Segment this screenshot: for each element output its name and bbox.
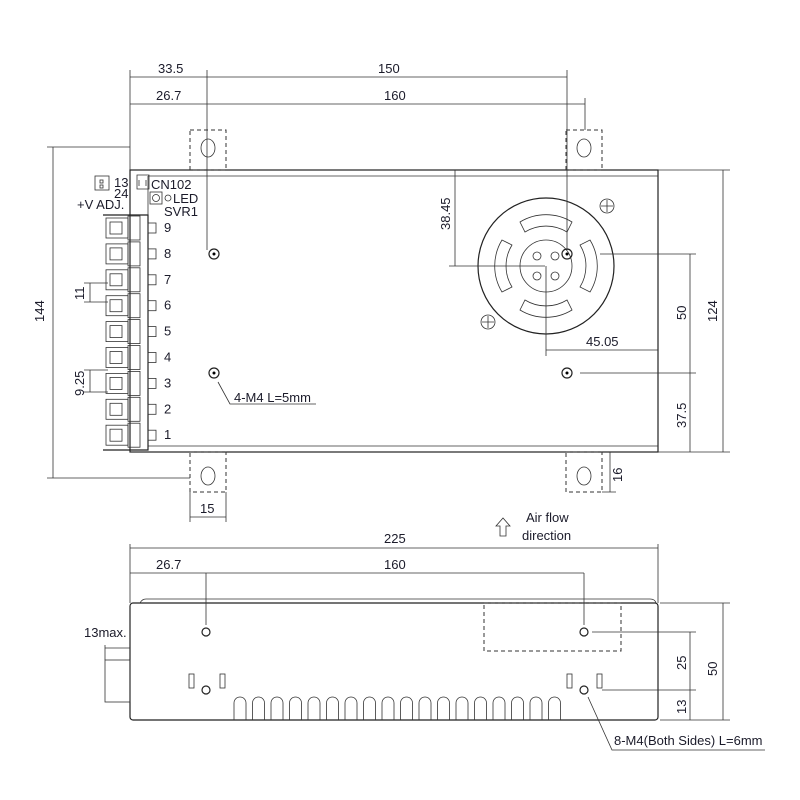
vent-slot [418, 696, 432, 720]
cn102-header-icon [136, 174, 150, 190]
svg-text:15: 15 [200, 501, 214, 516]
svg-text:124: 124 [705, 300, 720, 322]
screw-holes [208, 248, 573, 379]
label-pin-13: 13 [114, 175, 128, 190]
svg-text:26.7: 26.7 [156, 88, 181, 103]
terminal-screw: 4 [105, 345, 171, 370]
top-view: 9 8 7 6 5 4 3 2 1 13 24 +V ADJ. CN102 LED SVR1 4… [32, 61, 730, 522]
svr1-potentiometer-icon [149, 191, 163, 205]
vent-slot [474, 696, 487, 720]
terminal-number: 9 [164, 220, 171, 235]
terminal-screw: 6 [105, 293, 171, 319]
svg-text:50: 50 [705, 662, 720, 676]
svg-text:37.5: 37.5 [674, 403, 689, 428]
led-icon [164, 194, 172, 202]
vent-slot [344, 696, 358, 720]
terminal-number: 4 [164, 350, 171, 365]
vent-slot [289, 696, 302, 720]
side-screw-holes [188, 627, 603, 695]
airflow-line2: direction [522, 528, 571, 543]
svg-text:160: 160 [384, 88, 406, 103]
mount-note-side: 8-M4(Both Sides) L=6mm [614, 733, 762, 748]
terminal-screw: 3 [105, 370, 171, 396]
terminal-number: 2 [164, 401, 171, 416]
dimensions-top: 33.5 150 26.7 160 144 124 50 37.5 16 15 … [32, 61, 730, 522]
svg-text:13: 13 [674, 700, 689, 714]
mount-note-top: 4-M4 L=5mm [234, 390, 311, 405]
svg-text:144: 144 [32, 300, 47, 322]
vent-slot [363, 696, 376, 720]
terminal-number: 1 [164, 427, 171, 442]
svg-text:13max.: 13max. [84, 625, 127, 640]
terminal-number: 7 [164, 272, 171, 287]
svg-text:45.05: 45.05 [586, 334, 619, 349]
svg-text:50: 50 [674, 306, 689, 320]
terminal-screw: 7 [105, 267, 171, 293]
case-outline [129, 169, 659, 453]
label-led: LED [173, 191, 198, 206]
vent-slot [326, 696, 339, 720]
svg-text:150: 150 [378, 61, 400, 76]
label-svr1: SVR1 [164, 204, 198, 219]
vent-slot [252, 696, 265, 720]
vent-slot [437, 696, 450, 720]
vent-slot [381, 696, 395, 720]
svg-text:160: 160 [384, 557, 406, 572]
dimensions-side: 225 26.7 160 13max. 50 25 13 8-M4(Both S… [84, 531, 765, 751]
svg-text:9.25: 9.25 [72, 371, 87, 396]
vent-slots [233, 696, 561, 720]
vent-slot [529, 696, 543, 720]
vent-slot [548, 696, 561, 720]
svg-text:33.5: 33.5 [158, 61, 183, 76]
arrow-up-icon [495, 517, 511, 537]
vent-slot [307, 696, 321, 720]
svg-text:25: 25 [674, 656, 689, 670]
svg-text:26.7: 26.7 [156, 557, 181, 572]
label-pin-24: 24 [114, 186, 128, 201]
svg-text:16: 16 [610, 468, 625, 482]
svg-text:11: 11 [72, 287, 87, 301]
side-view: 225 26.7 160 13max. 50 25 13 8-M4(Both S… [84, 531, 765, 751]
terminal-screw: 9 [105, 215, 171, 241]
terminal-screw: 5 [105, 319, 171, 345]
label-vadj: +V ADJ. [77, 197, 124, 212]
terminal-block: 9 8 7 6 5 4 3 2 1 [103, 176, 171, 451]
cn102-connector-icon [94, 175, 110, 191]
terminal-number: 5 [164, 324, 171, 339]
vent-slot [492, 696, 506, 720]
terminal-number: 6 [164, 298, 171, 313]
label-cn102: CN102 [151, 177, 191, 192]
terminal-screw: 1 [105, 422, 171, 448]
vent-slot [400, 696, 413, 720]
vent-slot [233, 696, 247, 720]
terminal-screw: 8 [105, 241, 171, 267]
terminal-number: 3 [164, 375, 171, 390]
vent-slot [511, 696, 524, 720]
vent-slot [270, 696, 284, 720]
terminal-screw: 2 [105, 396, 171, 422]
side-terminal-profile [104, 659, 131, 703]
svg-text:38.45: 38.45 [438, 197, 453, 230]
vent-slot [455, 696, 469, 720]
terminal-number: 8 [164, 246, 171, 261]
svg-text:225: 225 [384, 531, 406, 546]
mount-tabs [189, 129, 603, 493]
airflow-line1: Air flow [526, 510, 569, 525]
